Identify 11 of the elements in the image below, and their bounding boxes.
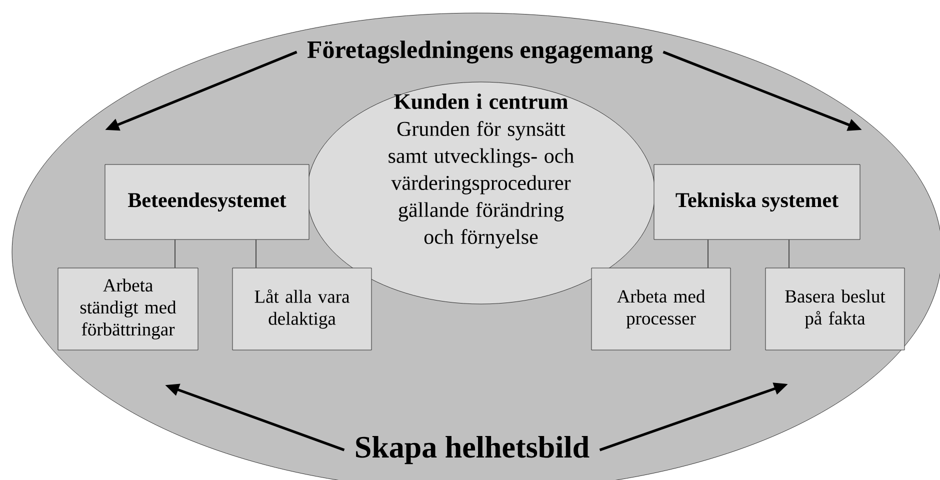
heading-text: Skapa helhetsbild	[356, 436, 590, 464]
center-text: Kunden i centrum Grunden för synsätt samt utvecklings- och värderingsprocedurer gällande förändring och förnyelse	[388, 94, 574, 248]
connector-line	[788, 239, 790, 268]
connector-line	[174, 239, 176, 268]
principle-box: Arbeta med processer	[591, 268, 731, 350]
system-box: Tekniska systemet	[654, 164, 860, 240]
principle-box: Basera beslut på fakta	[765, 268, 905, 350]
system-box: Beteendesystemet	[104, 164, 310, 240]
principle-box: Låt alla vara delaktiga	[232, 268, 372, 350]
heading-text: Företagsledningens engagemang	[307, 40, 653, 64]
principle-box: Arbeta ständigt med förbättringar	[58, 268, 198, 350]
